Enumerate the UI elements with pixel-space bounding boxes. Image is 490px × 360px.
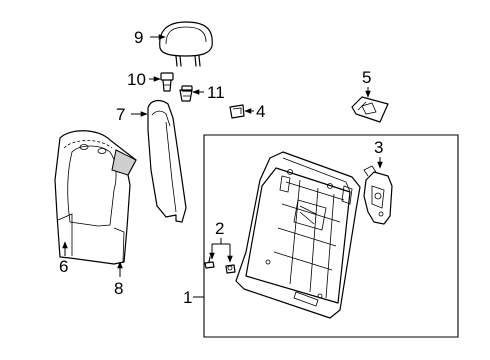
callout-9: 9 xyxy=(134,28,143,47)
callout-5: 5 xyxy=(362,68,371,87)
frame-assembly-box xyxy=(203,134,459,338)
clip-part xyxy=(229,104,245,119)
callout-8: 8 xyxy=(114,279,123,298)
seatback-frame-part xyxy=(235,151,361,319)
callout-3: 3 xyxy=(374,138,383,157)
headrest-part xyxy=(159,21,213,67)
callout-6: 6 xyxy=(59,257,68,276)
callout-11: 11 xyxy=(207,83,225,102)
callout-1: 1 xyxy=(183,288,192,307)
bracket-part xyxy=(351,96,389,123)
latch-part xyxy=(363,165,393,225)
callout-2: 2 xyxy=(215,219,224,238)
guide-part xyxy=(179,85,193,102)
callout-10: 10 xyxy=(127,70,146,89)
side-trim-part xyxy=(147,99,187,223)
callout-4: 4 xyxy=(256,102,265,121)
seatback-cover-part xyxy=(54,130,137,265)
bushing-part xyxy=(160,72,174,92)
callout-7: 7 xyxy=(116,105,125,124)
